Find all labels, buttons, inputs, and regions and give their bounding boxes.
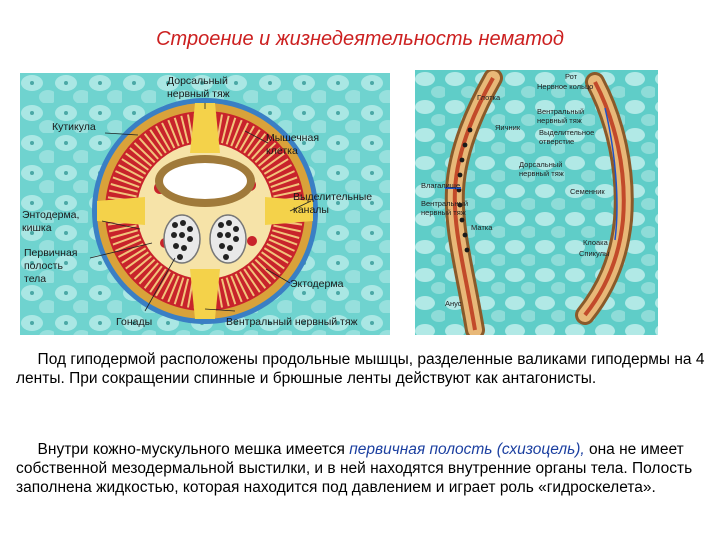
paragraph-muscles-text: Под гиподермой расположены продольные мы… <box>16 351 705 387</box>
body-diagram-svg: Рот Нервное кольцо Глотка Вентральный не… <box>415 70 658 335</box>
label-ventral-nerve: Вентральный нервный тяж <box>226 316 358 328</box>
label-endoderm-2: кишка <box>22 222 52 234</box>
label-ventral-nerve-2: нервный тяж <box>537 116 582 125</box>
label-muscle-cell-1: Мышечная <box>266 132 319 144</box>
label-anus: Анус <box>445 299 462 308</box>
label-cuticle: Кутикула <box>52 121 96 133</box>
label-dorsal-nerve-2: нервный тяж <box>167 88 230 100</box>
label-muscle-cell-2: клетка <box>266 145 298 157</box>
label-ectoderm: Эктодерма <box>290 278 344 290</box>
label-testis: Семенник <box>570 187 605 196</box>
page-title: Строение и жизнедеятельность нематод <box>156 28 564 50</box>
label-excretory-pore-2: отверстие <box>539 137 574 146</box>
paragraph-cavity-text-1: Внутри кожно-мускульного мешка имеется <box>37 441 350 458</box>
label-spicules: Спикулы <box>579 249 609 258</box>
label-uterus: Матка <box>471 223 493 232</box>
label-gonads: Гонады <box>116 316 152 328</box>
label-ventral-nerve-1: Вентральный <box>537 107 584 116</box>
label-vagina: Влагалище <box>421 181 460 190</box>
label-nerve-ring: Нервное кольцо <box>537 82 593 91</box>
label-primary-cavity-3: тела <box>24 273 46 285</box>
label-ventral-nerve-b1: Вентральный <box>421 199 468 208</box>
paragraph-cavity: Внутри кожно-мускульного мешка имеется п… <box>16 440 706 497</box>
body-diagram-figure: Рот Нервное кольцо Глотка Вентральный не… <box>415 70 658 335</box>
paragraph-cavity-text-2: она не имеет собственной мезодермальной … <box>16 441 693 496</box>
label-excretory-2: каналы <box>293 204 329 216</box>
label-dorsal-nerve-b2: нервный тяж <box>519 169 564 178</box>
label-pharynx: Глотка <box>477 93 501 102</box>
label-excretory-pore-1: Выделительное <box>539 128 594 137</box>
label-ventral-nerve-b2: нервный тяж <box>421 208 466 217</box>
label-primary-cavity-1: Первичная <box>24 247 77 259</box>
label-dorsal-nerve-b1: Дорсальный <box>519 160 562 169</box>
label-mouth: Рот <box>565 72 578 81</box>
label-endoderm-1: Энтодерма, <box>22 209 79 221</box>
cross-section-svg: Дорсальный нервный тяж Кутикула Мышечная… <box>20 73 390 335</box>
paragraph-muscles: Под гиподермой расположены продольные мы… <box>16 350 706 388</box>
label-cloaca: Клоака <box>583 238 609 247</box>
label-excretory-1: Выделительные <box>293 191 372 203</box>
label-primary-cavity-2: полость <box>24 260 63 272</box>
cross-section-figure: Дорсальный нервный тяж Кутикула Мышечная… <box>20 73 390 335</box>
label-dorsal-nerve-1: Дорсальный <box>167 75 228 87</box>
label-ovary: Яичник <box>495 123 521 132</box>
primary-cavity-term: первичная полость (схизоцель), <box>349 441 585 458</box>
